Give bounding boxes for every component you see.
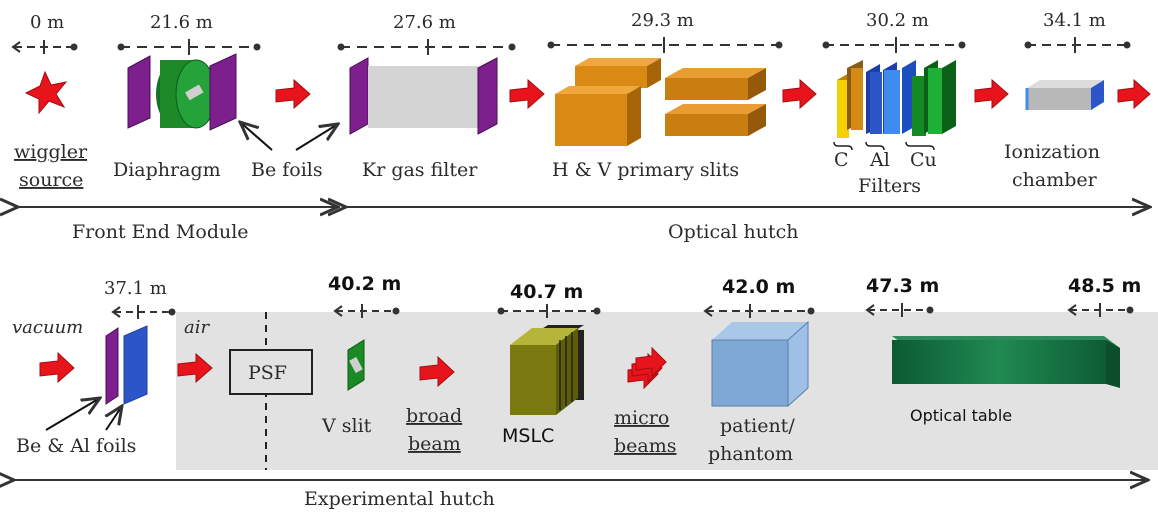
distance-label-42-0m: 42.0 m bbox=[722, 276, 795, 298]
optical-hutch-label: Optical hutch bbox=[668, 221, 799, 243]
psf-label: PSF bbox=[248, 362, 287, 384]
distance-label-0m: 0 m bbox=[30, 12, 64, 33]
broad-beam-label-line1: broad bbox=[406, 405, 462, 427]
primary-slits-label: H & V primary slits bbox=[552, 159, 739, 181]
distance-ruler-34-1m bbox=[1024, 37, 1131, 53]
psf-box bbox=[229, 349, 313, 395]
filters-icon bbox=[837, 60, 956, 138]
patient-label-line1: patient/ bbox=[720, 415, 795, 437]
distance-label-47-3m: 47.3 m bbox=[866, 275, 939, 297]
be-foils-label: Be foils bbox=[251, 159, 323, 181]
optical-table-label: Optical table bbox=[910, 406, 1012, 425]
wiggler-label-line1: wiggler bbox=[14, 141, 88, 163]
filters-bracket bbox=[833, 141, 935, 151]
pointer-line bbox=[106, 406, 122, 431]
be-al-foils-label: Be & Al foils bbox=[16, 435, 136, 457]
micro-beams-label-line2: beams bbox=[614, 435, 677, 457]
be-al-foils-icon bbox=[105, 325, 148, 405]
beam-arrow-icon bbox=[974, 78, 1009, 110]
primary-slits-icon bbox=[555, 58, 766, 146]
experimental-hutch-label: Experimental hutch bbox=[304, 488, 495, 510]
distance-ruler-29-3m bbox=[547, 37, 783, 53]
optical-table-icon bbox=[892, 336, 1120, 388]
beam-arrow-icon bbox=[177, 352, 213, 384]
micro-beams-label-line1: micro bbox=[614, 407, 669, 429]
filter-cu-label: Cu bbox=[910, 149, 937, 171]
distance-ruler-47-3m bbox=[865, 303, 934, 317]
beam-arrow-icon bbox=[275, 78, 311, 110]
filter-c-label: C bbox=[834, 149, 849, 171]
distance-label-30-2m: 30.2 m bbox=[866, 10, 929, 31]
distance-ruler-37-1m bbox=[111, 305, 176, 319]
patient-label-line2: phantom bbox=[708, 443, 793, 465]
filters-label: Filters bbox=[858, 175, 921, 197]
distance-label-29-3m: 29.3 m bbox=[631, 10, 694, 31]
kr-gas-filter-icon bbox=[349, 57, 498, 135]
filter-al-label: Al bbox=[869, 149, 890, 171]
mslc-icon bbox=[510, 325, 584, 415]
micro-beams-icon bbox=[627, 346, 667, 390]
diaphragm-icon bbox=[127, 53, 237, 131]
kr-gas-filter-label: Kr gas filter bbox=[362, 159, 478, 181]
pointer-line bbox=[45, 398, 100, 431]
beam-arrow-icon bbox=[39, 351, 75, 384]
distance-ruler-0m bbox=[11, 40, 78, 54]
beam-arrow-icon bbox=[782, 78, 817, 110]
air-label: air bbox=[184, 317, 210, 338]
diaphragm-label: Diaphragm bbox=[113, 159, 221, 181]
patient-phantom-icon bbox=[711, 320, 809, 408]
wiggler-label-line2: source bbox=[19, 169, 83, 191]
ionization-chamber-icon bbox=[1025, 80, 1104, 110]
pointer-line bbox=[240, 122, 273, 151]
distance-label-34-1m: 34.1 m bbox=[1043, 10, 1106, 31]
distance-label-48-5m: 48.5 m bbox=[1068, 275, 1141, 297]
distance-ruler-40-7m bbox=[497, 304, 601, 318]
vacuum-label: vacuum bbox=[12, 317, 83, 338]
ionization-label-line2: chamber bbox=[1012, 169, 1098, 191]
beam-arrow-icon bbox=[1117, 78, 1151, 110]
distance-ruler-21-6m bbox=[117, 39, 261, 55]
beam-arrow-icon bbox=[419, 355, 455, 388]
distance-label-21-6m: 21.6 m bbox=[150, 12, 213, 33]
front-end-label: Front End Module bbox=[72, 221, 249, 243]
distance-ruler-42-0m bbox=[703, 304, 815, 318]
distance-label-37-1m: 37.1 m bbox=[104, 278, 167, 299]
ionization-label-line1: Ionization bbox=[1004, 141, 1100, 163]
pointer-line bbox=[295, 124, 338, 151]
mslc-label: MSLC bbox=[502, 425, 554, 447]
v-slit-icon bbox=[347, 339, 365, 391]
beam-arrow-icon bbox=[509, 78, 545, 110]
distance-label-40-2m: 40.2 m bbox=[328, 273, 401, 295]
distance-ruler-30-2m bbox=[822, 37, 966, 53]
distance-ruler-27-6m bbox=[337, 39, 516, 55]
broad-beam-label-line2: beam bbox=[408, 433, 461, 455]
distance-ruler-48-5m bbox=[1067, 303, 1134, 317]
wiggler-source-star-icon bbox=[24, 70, 68, 115]
distance-label-27-6m: 27.6 m bbox=[393, 12, 456, 33]
distance-label-40-7m: 40.7 m bbox=[510, 281, 583, 303]
v-slit-label: V slit bbox=[321, 415, 372, 437]
distance-ruler-40-2m bbox=[333, 304, 400, 318]
